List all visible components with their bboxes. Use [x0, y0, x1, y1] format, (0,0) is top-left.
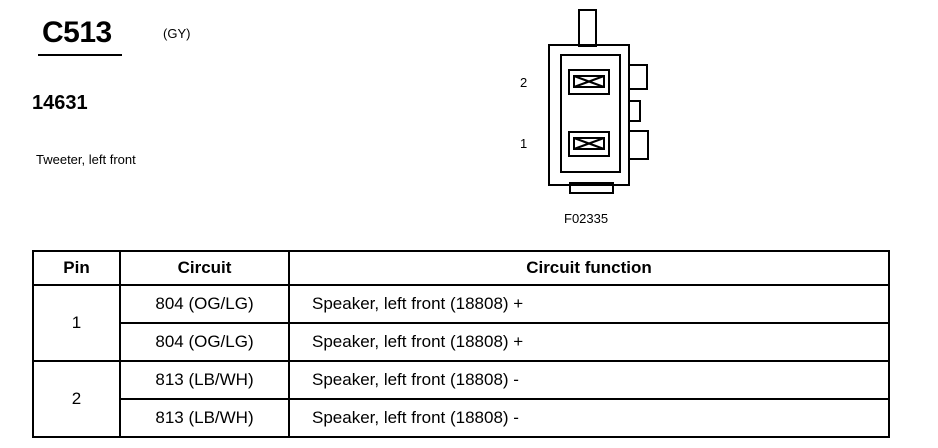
circuit-cell: 804 (OG/LG)	[119, 322, 290, 362]
pin-2-cavity	[568, 69, 610, 95]
table-row: 2 813 (LB/WH) Speaker, left front (18808…	[32, 360, 890, 438]
connector-color: (GY)	[163, 26, 191, 41]
connector-id-underline	[38, 54, 122, 56]
header-pin: Pin	[32, 250, 121, 286]
connector-latch-tab	[578, 9, 597, 47]
figure-code: F02335	[564, 211, 609, 226]
table-row: 1 804 (OG/LG) Speaker, left front (18808…	[32, 284, 890, 362]
table-row: 813 (LB/WH) Speaker, left front (18808) …	[33, 398, 890, 438]
table-row: 804 (OG/LG) Speaker, left front (18808) …	[33, 322, 890, 362]
pin-1-label: 1	[520, 136, 528, 151]
pin-1-cavity	[568, 131, 610, 157]
part-number: 14631	[32, 92, 88, 114]
connector-description: Tweeter, left front	[36, 152, 136, 167]
table-header-row: Pin Circuit Circuit function	[32, 250, 890, 286]
connector-id: C513	[42, 16, 112, 49]
circuit-cell: 804 (OG/LG)	[119, 284, 290, 324]
pinout-table: Pin Circuit Circuit function 1 804 (OG/L…	[32, 250, 890, 438]
pin-cell: 2	[32, 360, 121, 438]
pin-2-label: 2	[520, 75, 528, 90]
header-circuit-function: Circuit function	[288, 250, 890, 286]
connector-diagram	[548, 9, 649, 194]
circuit-cell: 813 (LB/WH)	[119, 360, 290, 400]
function-cell: Speaker, left front (18808) +	[288, 322, 890, 362]
pin-cell: 1	[32, 284, 121, 362]
header-circuit: Circuit	[119, 250, 290, 286]
circuit-cell: 813 (LB/WH)	[119, 398, 290, 438]
function-cell: Speaker, left front (18808) -	[288, 398, 890, 438]
function-cell: Speaker, left front (18808) +	[288, 284, 890, 324]
function-cell: Speaker, left front (18808) -	[288, 360, 890, 400]
